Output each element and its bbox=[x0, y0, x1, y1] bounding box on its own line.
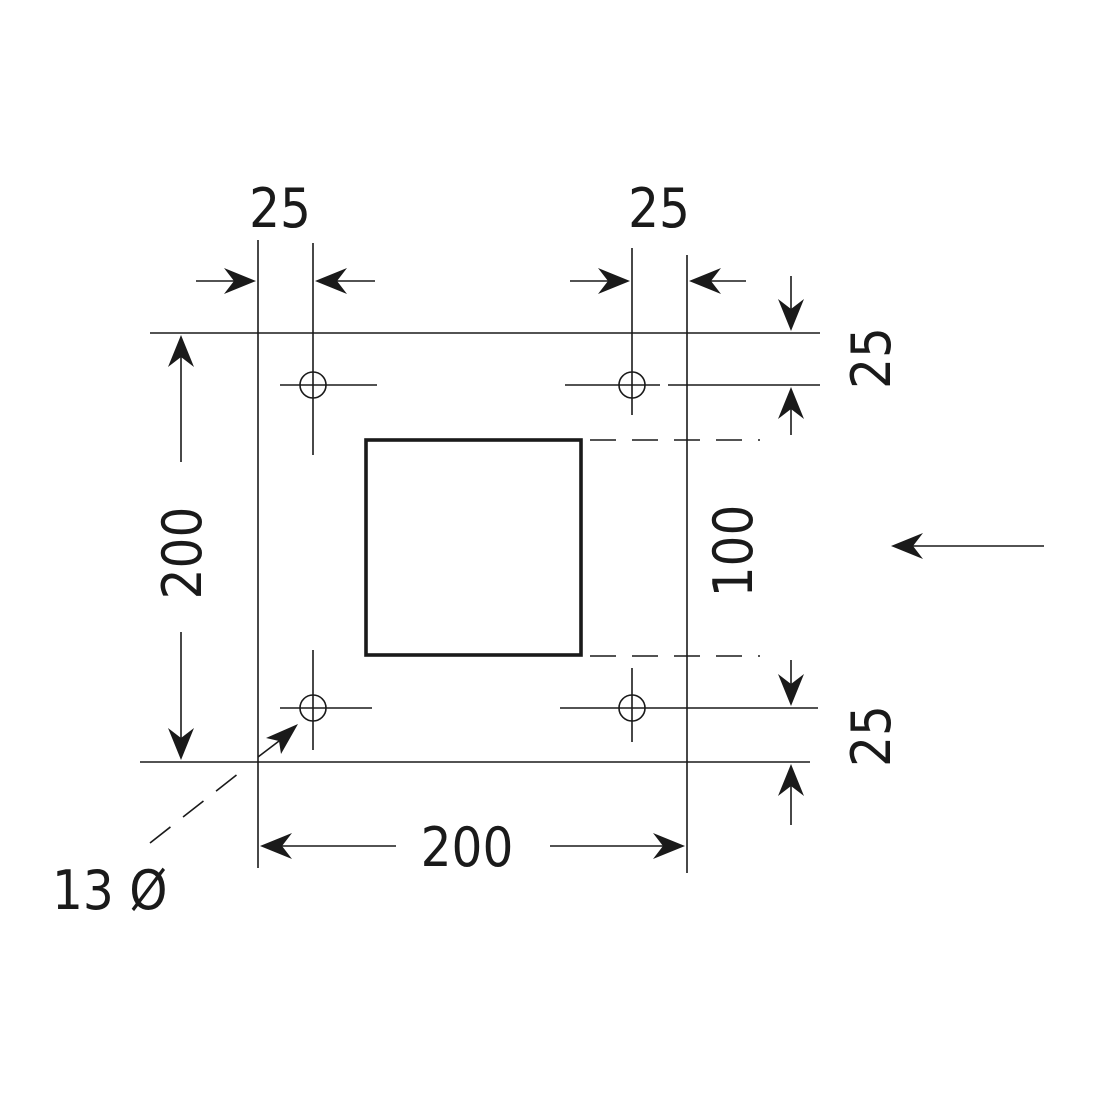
arrowhead-icon bbox=[266, 724, 298, 754]
dim-right-bottom-offset: 25 bbox=[840, 705, 903, 767]
top-right-offset-arrows bbox=[570, 268, 746, 294]
hole-top-left bbox=[299, 371, 327, 399]
arrowhead-icon bbox=[168, 728, 194, 760]
arrowhead-icon bbox=[598, 268, 630, 294]
dim-top-right-offset: 25 bbox=[628, 177, 690, 240]
bottom-width-arrows bbox=[260, 833, 685, 859]
arrowhead-icon bbox=[260, 833, 292, 859]
view-direction-arrow bbox=[891, 533, 1044, 559]
arrowhead-icon bbox=[224, 268, 256, 294]
hole-bottom-right bbox=[618, 694, 646, 722]
hole-bottom-left bbox=[299, 694, 327, 722]
right-top-offset-arrows bbox=[778, 276, 804, 435]
plate-outline bbox=[140, 240, 820, 873]
hole-top-right bbox=[618, 371, 646, 399]
arrowhead-icon bbox=[315, 268, 347, 294]
arrowhead-icon bbox=[778, 674, 804, 706]
dim-inner-square: 100 bbox=[702, 505, 765, 598]
dim-hole-diameter: 13 Ø bbox=[52, 859, 167, 922]
right-bottom-offset-arrows bbox=[778, 660, 804, 825]
arrowhead-icon bbox=[168, 335, 194, 367]
dim-top-left-offset: 25 bbox=[249, 177, 311, 240]
arrowhead-icon bbox=[891, 533, 923, 559]
dim-left-height: 200 bbox=[151, 507, 214, 600]
arrowhead-icon bbox=[778, 299, 804, 331]
arrowhead-icon bbox=[778, 387, 804, 419]
hole-diameter-leader bbox=[149, 724, 298, 844]
arrowhead-icon bbox=[689, 268, 721, 294]
dim-bottom-width: 200 bbox=[421, 816, 514, 879]
arrowhead-icon bbox=[778, 764, 804, 796]
mounting-holes bbox=[299, 371, 646, 722]
dim-right-top-offset: 25 bbox=[840, 327, 903, 389]
top-left-offset-arrows bbox=[196, 268, 375, 294]
hole-centerlines bbox=[280, 243, 820, 750]
center-square-profile bbox=[364, 438, 583, 657]
arrowhead-icon bbox=[653, 833, 685, 859]
left-height-arrows bbox=[168, 335, 194, 760]
